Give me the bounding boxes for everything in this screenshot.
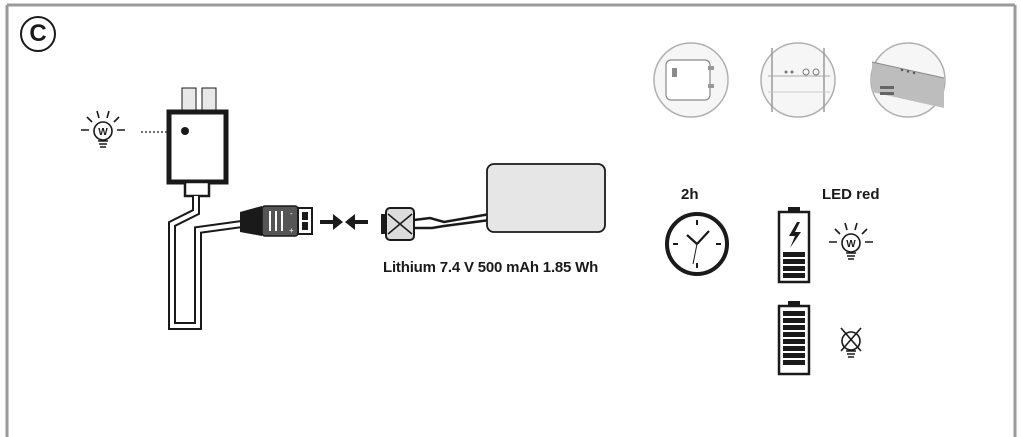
charge-duration-label: 2h xyxy=(681,186,699,203)
arrow-left xyxy=(345,214,368,230)
battery-pack-photo xyxy=(870,42,946,118)
panel-letter: C xyxy=(29,20,47,47)
battery-full-icon xyxy=(777,301,811,376)
lightbulb-off-icon xyxy=(840,327,862,358)
balance-connector-female xyxy=(381,207,491,241)
led-status-label: LED red xyxy=(822,186,880,203)
balance-connector-male: - + xyxy=(240,205,313,237)
lightbulb-icon: W xyxy=(81,110,125,148)
svg-text:W: W xyxy=(98,127,108,138)
svg-text:+: + xyxy=(289,226,294,235)
usb-charger xyxy=(166,87,229,198)
charger-detail-photo xyxy=(760,42,836,118)
svg-text:W: W xyxy=(846,239,856,250)
clock-icon xyxy=(665,212,729,276)
svg-text:-: - xyxy=(290,209,293,218)
wall-adapter-photo xyxy=(653,42,729,118)
panel-letter-circle xyxy=(20,16,56,52)
battery-spec-label: Lithium 7.4 V 500 mAh 1.85 Wh xyxy=(383,259,599,276)
arrow-right xyxy=(320,214,343,230)
panel-frame xyxy=(5,3,1017,437)
charging-cable xyxy=(168,196,243,330)
charger-led xyxy=(181,127,189,135)
battery-pack xyxy=(486,163,606,233)
battery-charging-icon xyxy=(777,207,811,284)
lightbulb-on-icon: W xyxy=(829,222,873,260)
